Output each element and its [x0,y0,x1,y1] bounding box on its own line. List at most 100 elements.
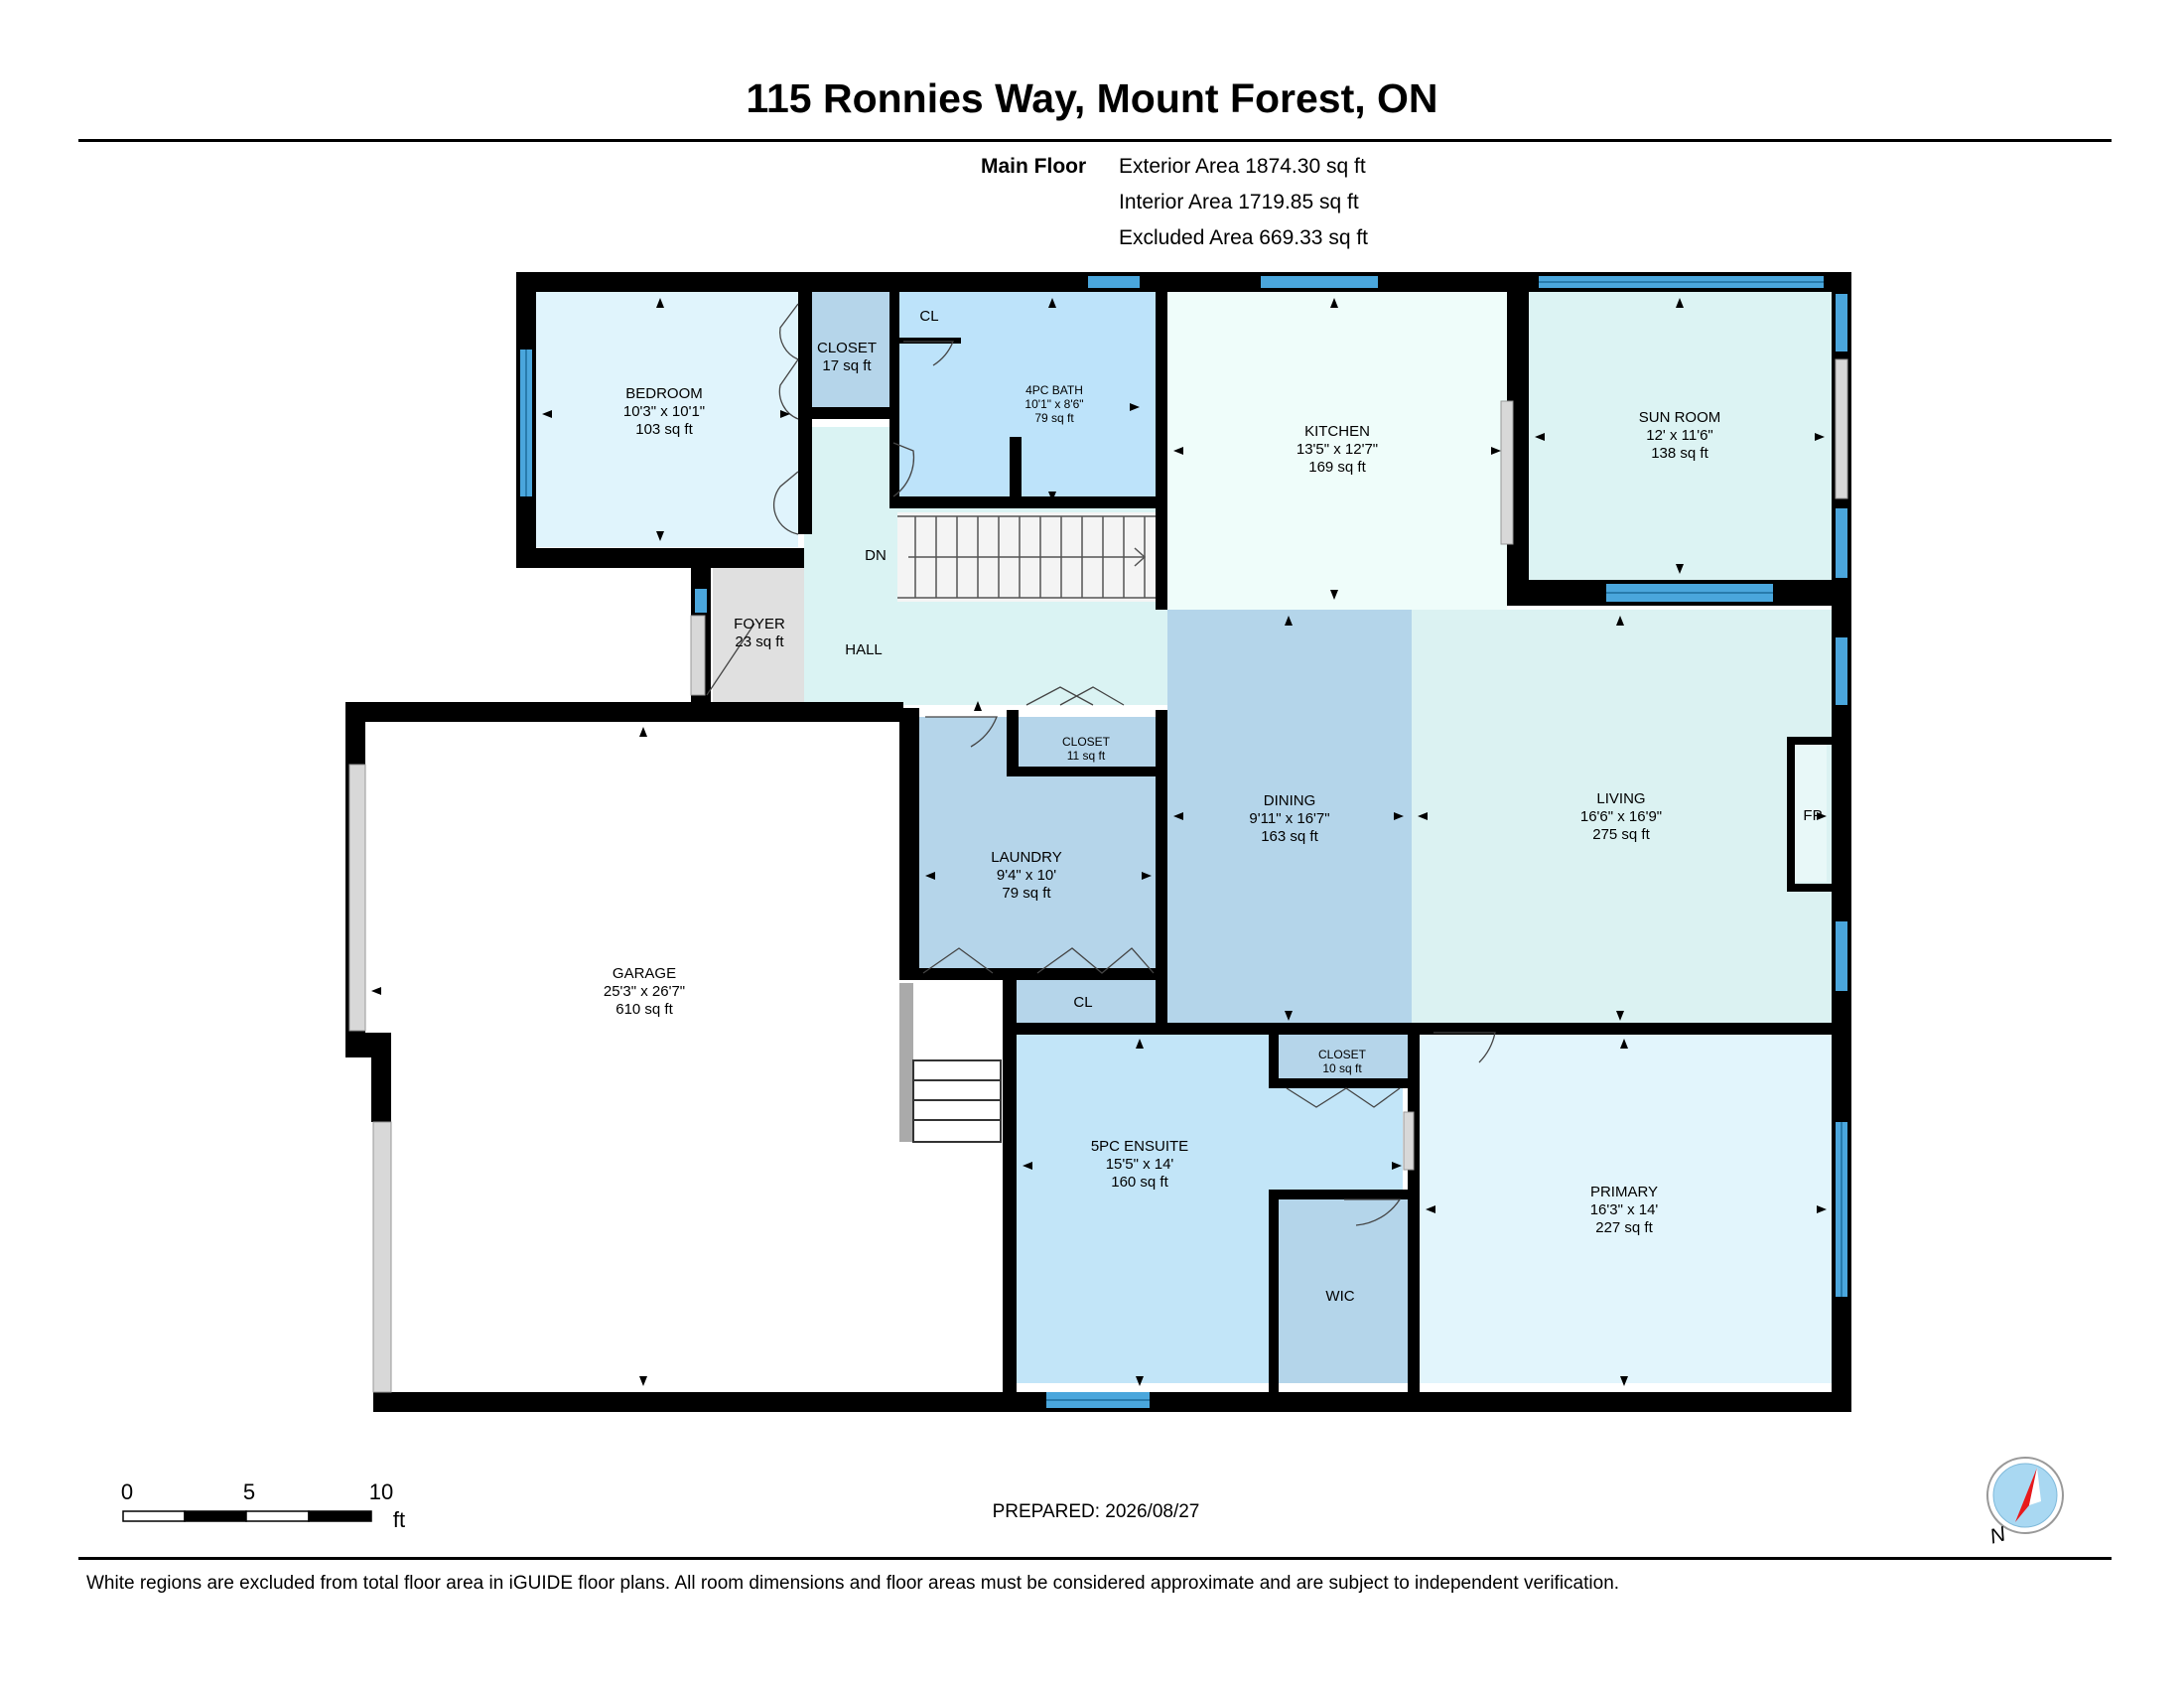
top-rule [78,139,2112,142]
room-area: 23 sq ft [735,633,784,650]
disclaimer: White regions are excluded from total fl… [86,1573,1620,1594]
scale-bar [122,1510,372,1522]
room-name: FP [1803,807,1823,824]
scale-unit: ft [392,1507,406,1532]
room-name: PRIMARY [1589,1184,1659,1200]
room-name: 5PC ENSUITE [1090,1138,1189,1155]
room-garage: GARAGE 25'3" x 26'7" 610 sq ft [604,965,685,1019]
laundry-fill [919,717,1158,970]
room-dims: 16'6" x 16'9" [1579,808,1663,825]
bottom-rule [78,1557,2112,1560]
room-bedroom: BEDROOM 10'3" x 10'1" 103 sq ft [623,385,705,439]
dining-fill [1167,610,1412,1025]
room-dims: 15'5" x 14' [1105,1156,1174,1173]
room-name: CL [919,308,939,325]
interior-area: Interior Area 1719.85 sq ft [1119,191,1359,213]
garage-stairs [899,983,1002,1143]
room-dims: 9'11" x 16'7" [1249,810,1330,827]
room-name: CLOSET [816,340,878,356]
room-name: LAUNDRY [991,849,1062,866]
main-stairs [897,512,1157,602]
room-name: GARAGE [612,965,677,982]
fireplace-label: FP [1803,807,1822,825]
cl-laundry-fill [1009,978,1158,1023]
room-dims: 9'4" x 10' [996,867,1057,884]
room-area: 11 sq ft [1066,749,1106,763]
room-area: 17 sq ft [822,357,872,374]
room-living: LIVING 16'6" x 16'9" 275 sq ft [1580,790,1662,844]
room-name: CL [1073,994,1093,1011]
room-kitchen: KITCHEN 13'5" x 12'7" 169 sq ft [1297,423,1378,477]
room-area: 103 sq ft [635,421,693,438]
compass-icon [1986,1457,2064,1534]
room-cl-laundry: CL [1073,994,1092,1012]
stairs-down-label: DN [865,547,887,565]
closet-primary-fill [1274,1033,1408,1084]
room-dims: 13'5" x 12'7" [1296,441,1379,458]
living-fill [1412,610,1832,1025]
plan-title: 115 Ronnies Way, Mount Forest, ON [746,75,1438,121]
room-area: 163 sq ft [1261,828,1318,845]
room-name: LIVING [1596,790,1646,807]
scale-tick-5: 5 [242,1479,256,1504]
room-area: 79 sq ft [1034,411,1074,425]
room-dims: 16'3" x 14' [1589,1201,1659,1218]
room-area: 610 sq ft [615,1001,673,1018]
room-area: 169 sq ft [1308,459,1366,476]
room-primary: PRIMARY 16'3" x 14' 227 sq ft [1590,1184,1659,1237]
room-dims: 25'3" x 26'7" [603,983,686,1000]
room-4pc-bath: 4PC BATH 10'1" x 8'6" 79 sq ft [1024,383,1083,425]
room-name: BEDROOM [625,385,703,402]
room-sun-room: SUN ROOM 12' x 11'6" 138 sq ft [1639,409,1721,463]
room-area: 138 sq ft [1651,445,1708,462]
room-dining: DINING 9'11" x 16'7" 163 sq ft [1249,792,1329,846]
room-area: 160 sq ft [1111,1174,1168,1191]
bath-fill [899,292,1157,506]
dimension-markers [371,298,1827,1386]
room-dims: 10'1" x 8'6" [1024,397,1084,411]
foyer-fill [713,559,804,705]
door-swings [706,303,1496,1226]
room-name: FOYER [734,616,785,633]
room-foyer: FOYER 23 sq ft [734,616,785,651]
room-name: KITCHEN [1304,423,1370,440]
floor-name: Main Floor [981,155,1087,178]
window-glazing-lines [525,281,1843,1401]
room-wic: WIC [1325,1288,1354,1306]
room-dims: 12' x 11'6" [1646,427,1713,444]
kitchen-fill [1167,292,1507,610]
room-cl-bath: CL [919,308,938,326]
hall-fill [804,427,904,705]
room-name: CLOSET [1317,1048,1367,1061]
room-name: SUN ROOM [1638,409,1721,426]
room-dims: 10'3" x 10'1" [622,403,706,420]
wic-fill [1274,1196,1408,1383]
openings [348,358,1848,1393]
room-name: CLOSET [1061,735,1111,749]
room-closet-primary: CLOSET 10 sq ft [1318,1048,1366,1075]
closet-bedroom-fill [804,292,889,419]
room-area: 10 sq ft [1322,1061,1362,1075]
excluded-area: Excluded Area 669.33 sq ft [1119,226,1369,249]
fireplace-fill [1795,743,1827,882]
room-name: HALL [845,641,883,658]
room-laundry: LAUNDRY 9'4" x 10' 79 sq ft [991,849,1061,903]
room-5pc-ensuite: 5PC ENSUITE 15'5" x 14' 160 sq ft [1091,1138,1188,1192]
sunroom-fill [1529,292,1832,580]
room-area: 227 sq ft [1595,1219,1653,1236]
exterior-area: Exterior Area 1874.30 sq ft [1119,155,1366,178]
room-area: 79 sq ft [1002,885,1051,902]
room-name: 4PC BATH [1025,383,1083,397]
scale-tick-0: 0 [120,1479,134,1504]
room-name: WIC [1325,1288,1355,1305]
scale-tick-10: 10 [368,1479,394,1504]
room-fills [536,292,1832,1383]
room-area: 275 sq ft [1592,826,1650,843]
room-hall: HALL [845,641,883,659]
room-name: DN [865,547,887,564]
prepared-date: PREPARED: 2026/08/27 [992,1501,1200,1522]
room-name: DINING [1263,792,1316,809]
bedroom-fill [536,292,798,547]
primary-fill [1420,1033,1832,1383]
